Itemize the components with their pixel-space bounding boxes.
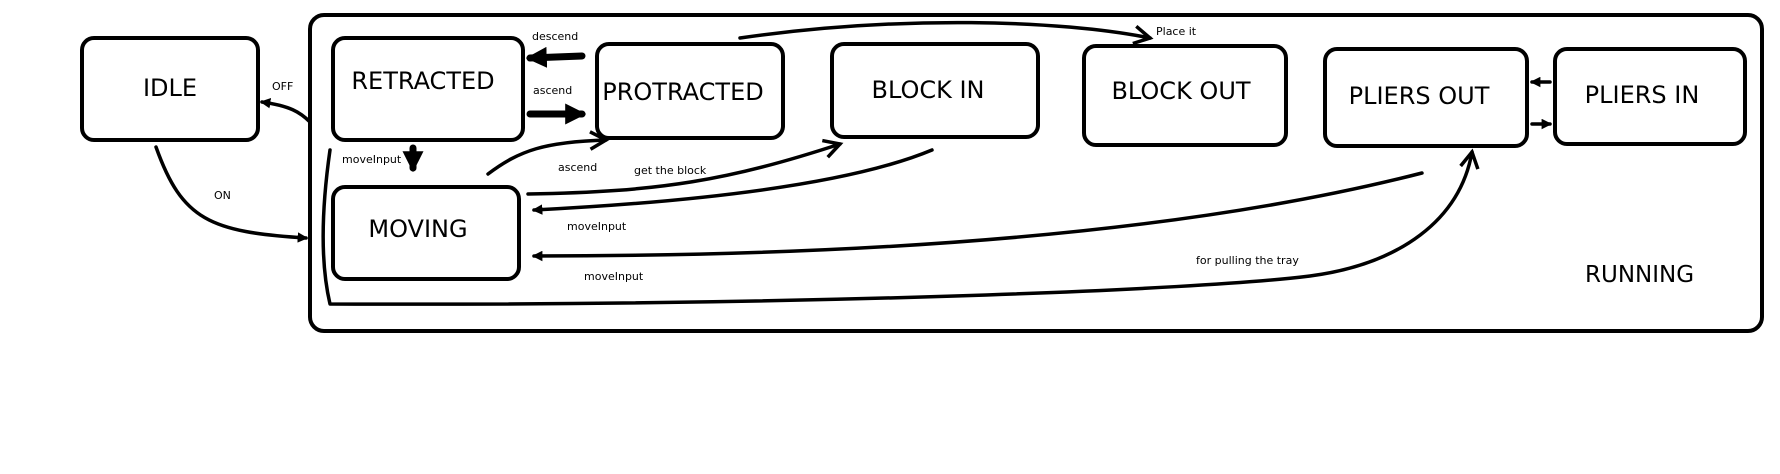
- state-block-out-label: BLOCK OUT: [1111, 77, 1250, 105]
- edge-off: [259, 97, 312, 124]
- edge-get-the-block: [526, 144, 840, 196]
- state-block-in: BLOCK IN: [830, 42, 1040, 139]
- state-moving-label: MOVING: [368, 215, 467, 243]
- state-moving: MOVING: [331, 185, 521, 281]
- edge-ascend-bottom: [486, 140, 606, 176]
- edge-on-label: ON: [214, 189, 231, 202]
- state-pliers-out: PLIERS OUT: [1323, 47, 1529, 148]
- edge-moveinput-pliers-out-label: moveInput: [584, 270, 644, 283]
- edge-get-the-block-label: get the block: [634, 164, 707, 177]
- edge-moveinput-block-in: [531, 148, 934, 215]
- edge-ascend-bottom-label: ascend: [558, 161, 597, 174]
- edge-ascend-top-label: ascend: [533, 84, 572, 97]
- state-pliers-in: PLIERS IN: [1553, 47, 1747, 146]
- state-block-in-label: BLOCK IN: [871, 76, 984, 104]
- edge-descend-label: descend: [532, 30, 578, 43]
- edge-moveinput-retracted-label: moveInput: [342, 153, 402, 166]
- edge-descend: [525, 46, 586, 68]
- running-label: RUNNING: [1585, 262, 1694, 288]
- edge-for-pulling-the-tray-label: for pulling the tray: [1196, 254, 1299, 267]
- edge-moveinput-pliers-out: [531, 171, 1424, 262]
- edge-moveinput-block-in-label: moveInput: [567, 220, 627, 233]
- state-block-out: BLOCK OUT: [1082, 44, 1288, 147]
- state-retracted-label: RETRACTED: [351, 67, 494, 95]
- state-protracted: PROTRACTED: [595, 42, 785, 140]
- state-retracted: RETRACTED: [331, 36, 525, 142]
- edge-on: [154, 145, 309, 243]
- state-protracted-label: PROTRACTED: [602, 78, 763, 106]
- state-idle: IDLE: [80, 36, 260, 142]
- state-idle-label: IDLE: [143, 74, 197, 102]
- edge-place-it: [738, 20, 1150, 38]
- state-pliers-in-label: PLIERS IN: [1585, 81, 1700, 109]
- state-pliers-out-label: PLIERS OUT: [1349, 82, 1490, 110]
- edge-for-pulling-the-tray: [321, 148, 1472, 306]
- edge-place-it-label: Place it: [1156, 25, 1197, 38]
- edge-off-label: OFF: [272, 80, 293, 93]
